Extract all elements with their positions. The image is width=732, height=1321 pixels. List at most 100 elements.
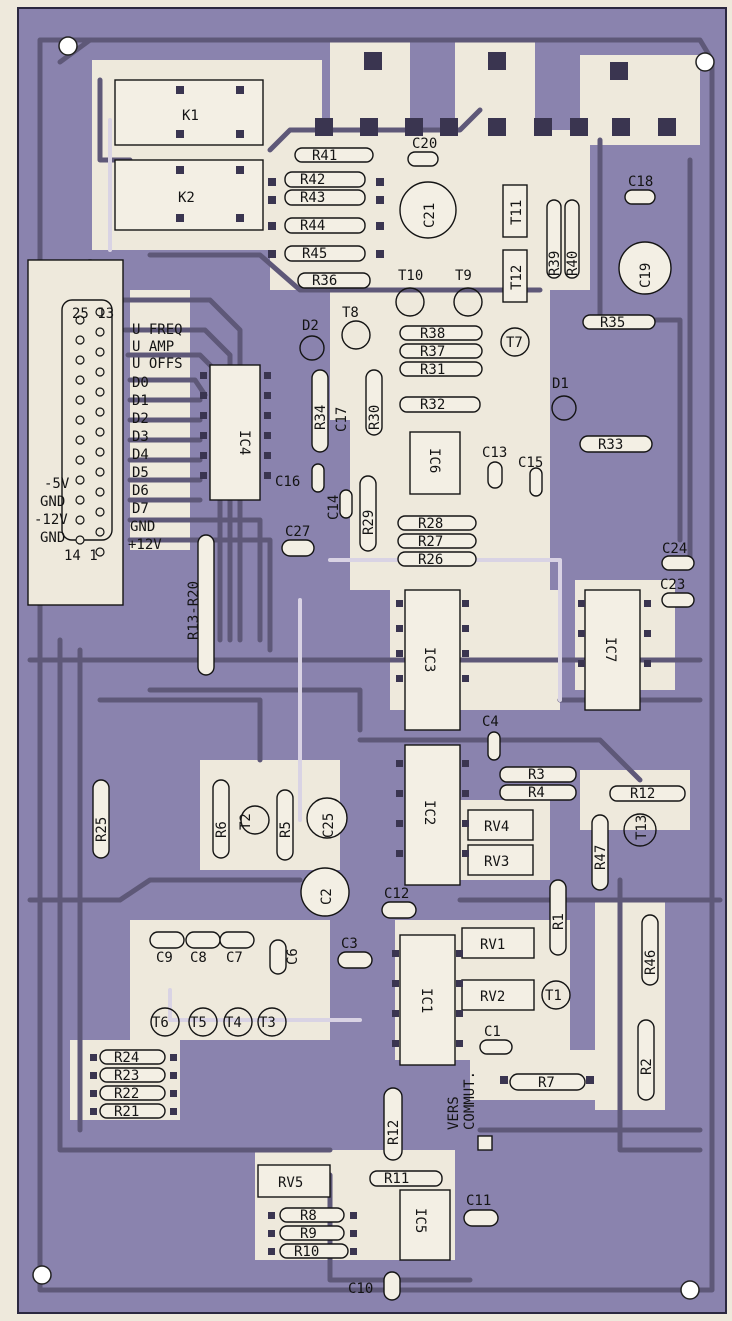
resistor-r34-label: R34 — [313, 405, 329, 430]
resistor-r2-label: R2 — [639, 1058, 655, 1075]
trimmer-rv3: RV3 — [467, 844, 534, 876]
capacitor-c3: C3 — [337, 936, 373, 969]
capacitor-c25-label: C25 — [321, 813, 337, 838]
ic-ic3: IC3 — [404, 589, 461, 731]
resistor-r21: R21 — [99, 1103, 166, 1120]
ic-ic5: IC5 — [399, 1189, 451, 1261]
trimmer-rv4: RV4 — [467, 809, 534, 841]
resistor-r23: R23 — [99, 1067, 166, 1084]
capacitor-c1: C1 — [479, 1024, 513, 1055]
ic-ic1-label: IC1 — [418, 988, 434, 1013]
capacitor-c14-label: C14 — [326, 495, 342, 520]
transistor-t2: T2 — [238, 805, 270, 835]
capacitor-c2: C2 — [300, 867, 350, 917]
signal-label-9: D6 — [132, 483, 149, 499]
transistor-t7: T7 — [500, 327, 530, 357]
resistor-r21-label: R21 — [114, 1104, 139, 1120]
resistor-r12-right-label: R12 — [630, 786, 655, 802]
connector-pin-bottom-label: 14 1 — [64, 548, 98, 564]
resistor-r28: R28 — [397, 515, 477, 532]
vers-label: VERS — [446, 1096, 462, 1130]
transistor-t9-label: T9 — [455, 268, 472, 284]
diode-d2: D2 — [299, 318, 325, 361]
capacitor-c25: C25 — [306, 797, 348, 839]
side-label-2: -12V — [34, 512, 68, 528]
resistor-r3-label: R3 — [528, 767, 545, 783]
capacitor-c16-label: C16 — [275, 474, 300, 490]
mounting-hole-br — [680, 1280, 700, 1300]
capacitor-c9-label: C9 — [156, 950, 173, 966]
transistor-t1: T1 — [541, 980, 571, 1010]
resistor-r13-r20-label: R13-R20 — [186, 581, 202, 640]
transistor-t8: T8 — [341, 305, 371, 350]
resistor-r11: R11 — [369, 1170, 443, 1187]
resistor-r44: R44 — [284, 217, 366, 234]
signal-label-3: D0 — [132, 375, 149, 391]
resistor-r45-label: R45 — [302, 246, 327, 262]
transistor-t3: T3 — [257, 1007, 287, 1037]
transistors: T10 T9 T8 T7 D2 D1 T2 T13 T1 T6 T5 T4 T3 — [150, 268, 657, 1037]
capacitor-c10-label: C10 — [348, 1281, 373, 1297]
signal-label-5: D2 — [132, 411, 149, 427]
side-label-0: -5V — [44, 476, 70, 492]
resistor-r24: R24 — [99, 1049, 166, 1066]
capacitor-c14: C14 — [326, 489, 353, 520]
relay-k1: K1 — [114, 79, 264, 146]
transistor-t4: T4 — [223, 1007, 253, 1037]
signal-label-11: GND — [130, 519, 155, 535]
ic-ic7: IC7 — [584, 589, 641, 711]
resistor-r2: R2 — [637, 1019, 655, 1101]
ic-ic5-label: IC5 — [412, 1208, 428, 1233]
resistors-vertical: R39 R40 R34 R30 R29 R13-R20 R25 R6 R5 R4… — [92, 199, 659, 1161]
mounting-hole-tl — [58, 36, 78, 56]
trimmer-rv2: RV2 — [461, 979, 535, 1011]
resistor-r3: R3 — [499, 766, 577, 783]
transistor-t1-label: T1 — [545, 988, 562, 1004]
resistor-r23-label: R23 — [114, 1068, 139, 1084]
capacitor-c15: C15 — [518, 455, 543, 497]
signal-label-6: D3 — [132, 429, 149, 445]
diode-d1: D1 — [551, 376, 577, 421]
capacitor-c10: C10 — [348, 1271, 401, 1301]
resistor-r9: R9 — [279, 1225, 345, 1242]
capacitor-c18: C18 — [624, 174, 656, 205]
mounting-hole-tr — [695, 52, 715, 72]
signal-label-8: D5 — [132, 465, 149, 481]
capacitor-c15-label: C15 — [518, 455, 543, 471]
transistor-t7-label: T7 — [506, 335, 523, 351]
capacitor-c4-label: C4 — [482, 714, 499, 730]
resistor-r29-label: R29 — [361, 510, 377, 535]
switch-vers-commut: VERS COMMUT. — [446, 1071, 493, 1151]
capacitor-c13: C13 — [482, 445, 507, 489]
resistor-r40-label: R40 — [565, 251, 581, 276]
ic-ic6: IC6 — [409, 431, 461, 495]
capacitor-c7-label: C7 — [226, 950, 243, 966]
resistor-r24-label: R24 — [114, 1050, 139, 1066]
db25-connector: 25 13 14 1 — [27, 259, 124, 606]
component-pads — [90, 178, 651, 1255]
capacitor-c20-label: C20 — [412, 136, 437, 152]
transistor-t11: T11 — [502, 184, 528, 238]
capacitors: C20 C21 C18 C19 C17 C16 C14 C13 C15 C27 … — [149, 136, 695, 1301]
resistor-r11-label: R11 — [384, 1171, 409, 1187]
capacitor-c20: C20 — [407, 136, 439, 167]
transistor-t13: T13 — [623, 813, 657, 847]
trimmer-rv2-label: RV2 — [480, 989, 505, 1005]
capacitor-c9: C9 — [149, 931, 185, 966]
capacitor-c19-label: C19 — [638, 263, 654, 288]
resistor-r43-label: R43 — [300, 190, 325, 206]
connector-pin-top-label: 25 13 — [72, 306, 114, 322]
resistor-r44-label: R44 — [300, 218, 325, 234]
capacitor-c24-label: C24 — [662, 541, 687, 557]
resistor-r4: R4 — [499, 784, 577, 801]
capacitor-c27: C27 — [281, 524, 315, 557]
resistor-r32-label: R32 — [420, 397, 445, 413]
relay-k1-label: K1 — [182, 108, 199, 124]
ic-ic6-label: IC6 — [426, 448, 442, 473]
transistor-t3-label: T3 — [259, 1015, 276, 1031]
resistor-r5-label: R5 — [278, 821, 294, 838]
signal-label-2: U OFFS — [132, 356, 183, 372]
resistor-r42: R42 — [284, 171, 366, 188]
transistor-t13-label: T13 — [634, 815, 650, 840]
